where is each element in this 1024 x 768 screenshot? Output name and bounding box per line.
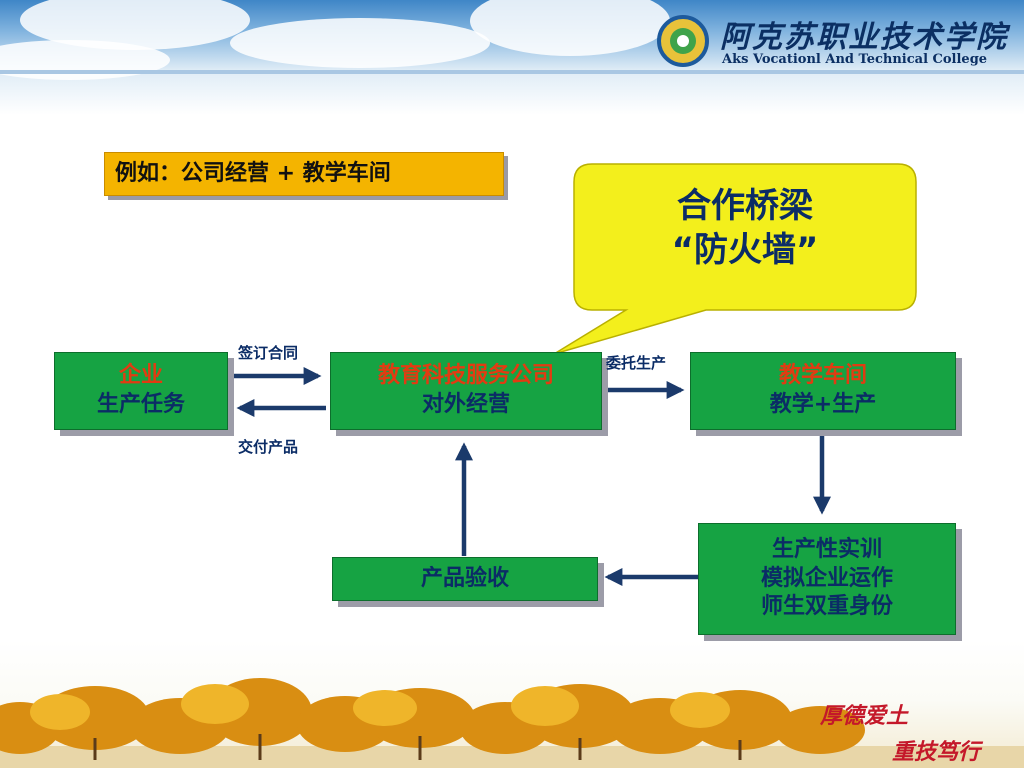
header-rule bbox=[0, 70, 1024, 74]
college-emblem-icon bbox=[657, 15, 709, 67]
node-enterprise: 企业 生产任务 bbox=[54, 352, 228, 430]
edge-label-entrust: 委托生产 bbox=[606, 354, 667, 372]
college-name: 阿克苏职业技术学院 bbox=[720, 20, 1008, 55]
node-acceptance: 产品验收 bbox=[332, 557, 598, 601]
node-company-title: 教育科技服务公司 bbox=[377, 363, 554, 389]
callout-text: 合作桥梁 “防火墙” bbox=[590, 184, 900, 272]
motto-line-1: 厚德爱土 bbox=[820, 703, 909, 729]
node-acceptance-label: 产品验收 bbox=[420, 565, 509, 591]
node-production-line-2: 模拟企业运作 bbox=[760, 565, 893, 591]
example-note: 例如：公司经营 + 教学车间 bbox=[104, 152, 504, 196]
node-enterprise-sub: 生产任务 bbox=[96, 392, 185, 417]
edge-label-deliver: 交付产品 bbox=[238, 438, 299, 456]
node-company-sub: 对外经营 bbox=[421, 392, 510, 417]
node-company: 教育科技服务公司 对外经营 bbox=[330, 352, 602, 430]
trees-decoration bbox=[0, 678, 1024, 768]
callout-line-1: 合作桥梁 bbox=[677, 186, 813, 226]
node-production: 生产性实训 模拟企业运作 师生双重身份 bbox=[698, 523, 956, 635]
node-enterprise-title: 企业 bbox=[118, 363, 163, 389]
node-workshop-sub: 教学+生产 bbox=[769, 392, 877, 417]
node-workshop: 教学车间 教学+生产 bbox=[690, 352, 956, 430]
node-workshop-title: 教学车间 bbox=[778, 363, 867, 389]
callout-bubble bbox=[553, 163, 917, 355]
callout-line-2: “防火墙” bbox=[671, 230, 819, 271]
college-name-en: Aks Vocationl And Technical College bbox=[722, 52, 988, 67]
edge-label-sign: 签订合同 bbox=[238, 344, 299, 362]
college-logo: 阿克苏职业技术学院 Aks Vocationl And Technical Co… bbox=[656, 10, 1016, 72]
motto-line-2: 重技笃行 bbox=[892, 739, 981, 765]
node-production-line-1: 生产性实训 bbox=[771, 537, 882, 563]
node-production-line-3: 师生双重身份 bbox=[760, 594, 893, 620]
